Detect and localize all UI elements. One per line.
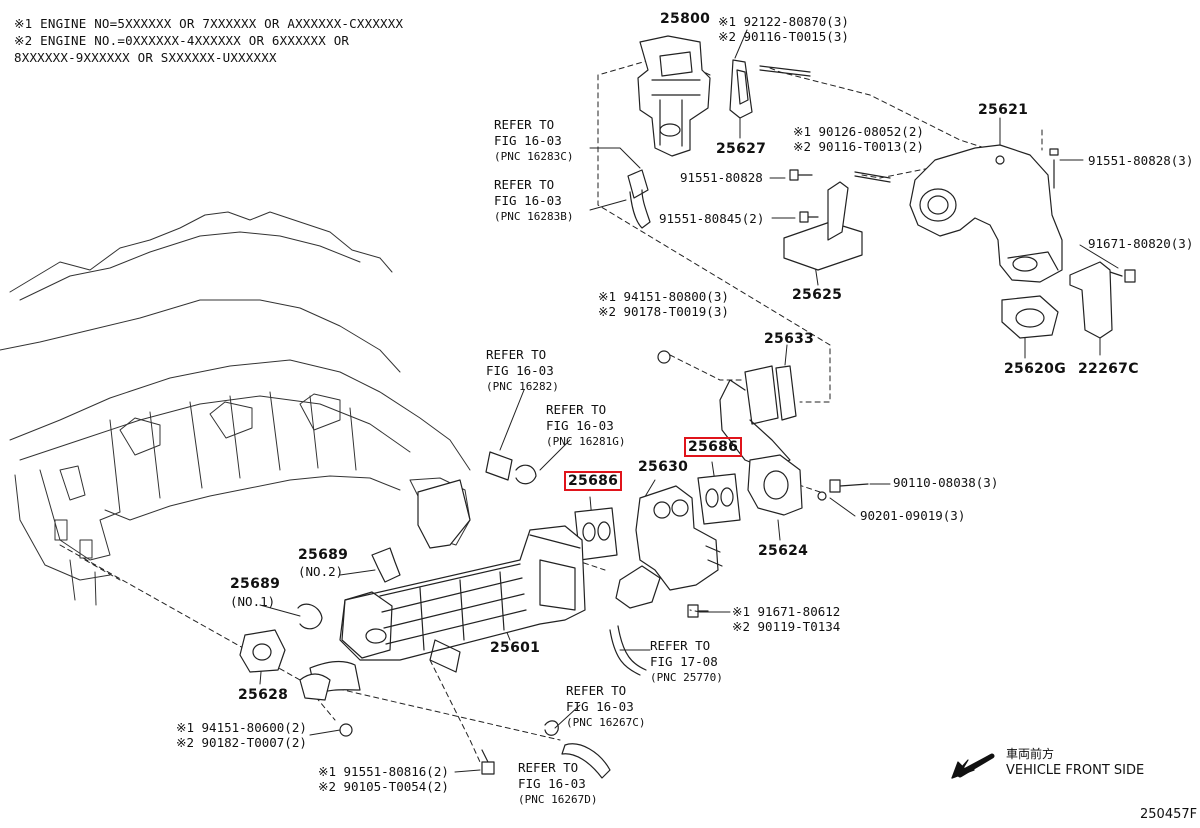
vehicle-front-arrow-drawing [951,753,995,779]
gasket-25627-drawing [729,59,753,119]
fastener-label[interactable]: ※1 90126-08052(2) [793,124,924,139]
refer-line: FIG 16-03 [518,776,586,791]
refer-line: FIG 16-03 [566,699,634,714]
refer-line: REFER TO [546,402,607,417]
refer-line: REFER TO [650,638,711,653]
coolant-hose-drawings [417,169,651,779]
refer-pnc: (PNC 16267C) [566,716,646,729]
refer-callout[interactable]: REFER TO FIG 16-03 (PNC 16281G) [546,402,625,450]
fastener-label[interactable]: 90201-09019(3) [860,508,966,523]
part-25689-no1-label[interactable]: 25689 [230,576,281,592]
engine-note-3: 8XXXXXX-9XXXXXX OR SXXXXXX-UXXXXXX [14,50,277,65]
fastener-label[interactable]: 91551-80845(2) [659,211,765,226]
refer-line: REFER TO [494,177,555,192]
part-22267c-label[interactable]: 22267C [1078,361,1139,377]
fastener-label[interactable]: ※2 90178-T0019(3) [598,304,729,319]
vehicle-front-jp: 車両前方 [1006,747,1055,761]
part-25689-no1-sub: (NO.1) [230,594,276,609]
part-25800-label[interactable]: 25800 [660,11,711,27]
egr-valve-25800-drawing [637,35,711,157]
part-25620g-label[interactable]: 25620G [1004,361,1066,377]
fastener-label[interactable]: ※1 94151-80600(2) [176,720,307,735]
refer-line: FIG 17-08 [650,654,718,669]
refer-callout[interactable]: REFER TO FIG 16-03 (PNC 16267D) [518,760,597,808]
bracket-22267c-drawing [1069,261,1113,339]
part-25601-label[interactable]: 25601 [490,640,541,656]
part-25621-label[interactable]: 25621 [978,102,1029,118]
part-25686-label-highlighted[interactable]: 25686 [684,437,743,457]
part-25689-no2-label[interactable]: 25689 [298,547,349,563]
gasket-25620g-drawing [1001,295,1059,339]
clamp-25689-drawing [297,547,401,630]
vehicle-front-label: VEHICLE FRONT SIDE [1006,763,1145,778]
refer-line: REFER TO [566,683,627,698]
fastener-label[interactable]: ※2 90105-T0054(2) [318,779,449,794]
part-25686-label-highlighted[interactable]: 25686 [564,471,623,491]
bracket-25625-drawing [783,181,863,271]
engine-note-1: ※1 ENGINE NO=5XXXXXX OR 7XXXXXX OR AXXXX… [14,16,404,31]
egr-pipe-25621-drawing [909,144,1063,283]
stud-drawing [759,65,811,77]
refer-line: FIG 16-03 [494,193,562,208]
bolt-drawings [339,148,1136,775]
refer-pnc: (PNC 16283B) [494,210,574,223]
fastener-label[interactable]: ※2 90116-T0015(3) [718,29,849,44]
figure-code: 250457F [1140,807,1198,822]
part-25628-label[interactable]: 25628 [238,687,289,703]
part-25630-label[interactable]: 25630 [638,459,689,475]
fastener-label[interactable]: ※1 91671-80612 [732,604,841,619]
egr-cooler-25601-drawing [299,525,586,701]
refer-callout[interactable]: REFER TO FIG 16-03 (PNC 16283C) [494,117,573,165]
refer-pnc: (PNC 16283C) [494,150,574,163]
part-25625-label[interactable]: 25625 [792,287,843,303]
refer-line: FIG 16-03 [546,418,614,433]
fastener-label[interactable]: ※1 94151-80800(3) [598,289,729,304]
fastener-label[interactable]: 90110-08038(3) [893,475,999,490]
refer-line: REFER TO [494,117,555,132]
part-25627-label[interactable]: 25627 [716,141,767,157]
part-25624-label[interactable]: 25624 [758,543,809,559]
engine-note-2: ※2 ENGINE NO.=0XXXXXX-4XXXXXX OR 6XXXXXX… [14,33,350,48]
vacuum-hose-drawing [609,625,647,676]
flange-25624-drawing [747,454,803,516]
refer-callout[interactable]: REFER TO FIG 16-03 (PNC 16267C) [566,683,645,731]
refer-callout[interactable]: REFER TO FIG 16-03 (PNC 16283B) [494,177,573,225]
fastener-label[interactable]: ※2 90182-T0007(2) [176,735,307,750]
part-25633-label[interactable]: 25633 [764,331,815,347]
fastener-label[interactable]: ※2 90116-T0013(2) [793,139,924,154]
gasket-25628-drawing [239,629,286,673]
fastener-label[interactable]: 91551-80828(3) [1088,153,1194,168]
refer-pnc: (PNC 25770) [650,671,723,684]
fastener-label[interactable]: 91551-80828 [680,170,763,185]
bypass-valve-25630-drawing [615,485,723,609]
refer-line: REFER TO [486,347,547,362]
refer-line: REFER TO [518,760,579,775]
refer-pnc: (PNC 16282) [486,380,559,393]
fastener-label[interactable]: ※1 92122-80870(3) [718,14,849,29]
engine-block-drawing [0,211,471,606]
fastener-label[interactable]: ※2 90119-T0134 [732,619,841,634]
refer-callout[interactable]: REFER TO FIG 17-08 (PNC 25770) [650,638,723,686]
gasket-25633-drawing [719,365,797,471]
refer-line: FIG 16-03 [486,363,554,378]
refer-pnc: (PNC 16267D) [518,793,598,806]
fastener-label[interactable]: ※1 91551-80816(2) [318,764,449,779]
gasket-25686-drawing [574,473,741,561]
refer-callout[interactable]: REFER TO FIG 16-03 (PNC 16282) [486,347,559,395]
refer-line: FIG 16-03 [494,133,562,148]
part-25689-no2-sub: (NO.2) [298,564,344,579]
fastener-label[interactable]: 91671-80820(3) [1088,236,1194,251]
refer-pnc: (PNC 16281G) [546,435,626,448]
